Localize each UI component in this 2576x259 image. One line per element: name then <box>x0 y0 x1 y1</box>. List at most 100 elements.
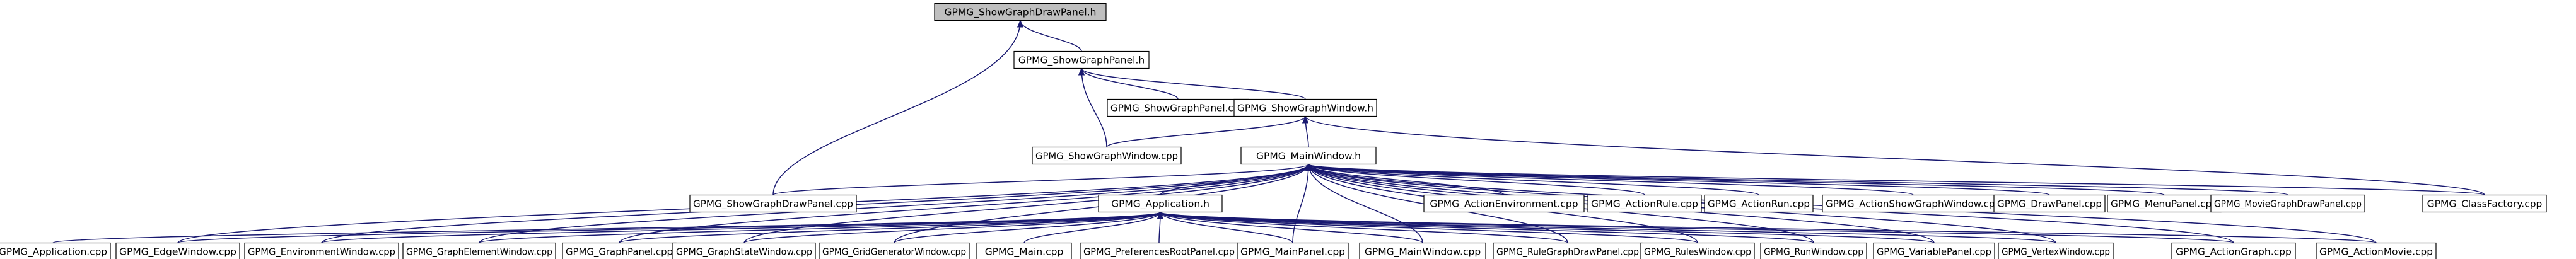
edge-n3-n4 <box>1106 115 1308 148</box>
node-label: GPMG_EnvironmentWindow.cpp <box>248 246 395 258</box>
edge-n7-n29 <box>1157 211 1814 244</box>
node-box[interactable] <box>1233 98 1377 117</box>
edge-n7-n23 <box>1023 211 1163 244</box>
node-n31[interactable]: GPMG_VertexWindow.cpp <box>1998 242 2114 259</box>
node-box[interactable] <box>934 3 1107 21</box>
edge-n1-n4 <box>1078 67 1107 147</box>
node-n23[interactable]: GPMG_Main.cpp <box>976 242 1072 259</box>
node-box[interactable] <box>1822 194 2005 213</box>
edge-n7-n21 <box>743 211 1163 244</box>
node-label: GPMG_ActionMovie.cpp <box>2319 246 2433 258</box>
node-n30[interactable]: GPMG_VariablePanel.cpp <box>1873 242 1995 259</box>
node-box[interactable] <box>1098 194 1223 213</box>
node-box[interactable] <box>1587 194 1702 213</box>
edge-n5-n11 <box>1305 163 1914 196</box>
node-n26[interactable]: GPMG_MainWindow.cpp <box>1359 242 1486 259</box>
node-box[interactable] <box>1760 242 1867 259</box>
node-n3[interactable]: GPMG_ShowGraphWindow.h <box>1233 98 1377 117</box>
node-label: GPMG_GraphPanel.cpp <box>566 246 673 258</box>
node-box[interactable] <box>1359 242 1486 259</box>
edge-n7-n20 <box>619 211 1163 244</box>
node-n28[interactable]: GPMG_RulesWindow.cpp <box>1640 242 1755 259</box>
node-n8[interactable]: GPMG_ActionEnvironment.cpp <box>1423 194 1585 213</box>
node-n9[interactable]: GPMG_ActionRule.cpp <box>1587 194 1702 213</box>
node-n18[interactable]: GPMG_EnvironmentWindow.cpp <box>244 242 399 259</box>
node-n14[interactable]: GPMG_MovieGraphDrawPanel.cpp <box>2210 194 2365 213</box>
node-n20[interactable]: GPMG_GraphPanel.cpp <box>562 242 677 259</box>
node-box[interactable] <box>2316 242 2437 259</box>
node-n10[interactable]: GPMG_ActionRun.cpp <box>1704 194 1814 213</box>
node-box[interactable] <box>0 242 111 259</box>
edge-n3-n15 <box>1302 115 2485 196</box>
edge-n5-n25 <box>1292 163 1312 243</box>
node-n16[interactable]: GPMG_Application.cpp <box>0 242 111 259</box>
node-n15[interactable]: GPMG_ClassFactory.cpp <box>2422 194 2547 213</box>
edge-n5-n9 <box>1305 163 1645 196</box>
node-box[interactable] <box>1998 242 2114 259</box>
node-n17[interactable]: GPMG_EdgeWindow.cpp <box>115 242 240 259</box>
node-label: GPMG_GridGeneratorWindow.cpp <box>822 246 966 258</box>
node-box[interactable] <box>1493 242 1643 259</box>
node-n25[interactable]: GPMG_MainPanel.cpp <box>1237 242 1349 259</box>
edge-n7-n33 <box>1157 211 2377 244</box>
node-n11[interactable]: GPMG_ActionShowGraphWindow.cpp <box>1822 194 2005 213</box>
node-n4[interactable]: GPMG_ShowGraphWindow.cpp <box>1032 146 1182 165</box>
node-box[interactable] <box>1993 194 2106 213</box>
node-label: GPMG_ShowGraphPanel.h <box>1018 55 1145 67</box>
node-n19[interactable]: GPMG_GraphElementWindow.cpp <box>402 242 556 259</box>
node-box[interactable] <box>2422 194 2547 213</box>
node-box[interactable] <box>1423 194 1585 213</box>
node-label: GPMG_MovieGraphDrawPanel.cpp <box>2214 199 2362 210</box>
node-box[interactable] <box>2171 242 2296 259</box>
node-box[interactable] <box>1237 242 1349 259</box>
node-n2[interactable]: GPMG_ShowGraphPanel.cpp <box>1107 98 1249 117</box>
node-n21[interactable]: GPMG_GraphStateWindow.cpp <box>672 242 816 259</box>
node-label: GPMG_ShowGraphPanel.cpp <box>1110 103 1245 115</box>
edge-n7-n25 <box>1157 211 1293 243</box>
node-n7[interactable]: GPMG_Application.h <box>1098 194 1223 213</box>
node-label: GPMG_DrawPanel.cpp <box>1997 199 2102 210</box>
node-box[interactable] <box>672 242 816 259</box>
node-box[interactable] <box>1107 98 1249 117</box>
edge-n5-n14 <box>1305 163 2288 196</box>
edge-n3-n5 <box>1302 115 1309 147</box>
edge-n7-n28 <box>1157 211 1698 244</box>
node-n13[interactable]: GPMG_MenuPanel.cpp <box>2107 194 2222 213</box>
node-box[interactable] <box>402 242 556 259</box>
edge-n5-n6 <box>772 163 1312 196</box>
edge-n5-n20 <box>619 163 1312 243</box>
node-n0[interactable]: GPMG_ShowGraphDrawPanel.h <box>934 3 1107 21</box>
node-box[interactable] <box>1704 194 1814 213</box>
node-n6[interactable]: GPMG_ShowGraphDrawPanel.cpp <box>689 194 857 213</box>
node-label: GPMG_Application.h <box>1111 199 1209 210</box>
node-box[interactable] <box>689 194 857 213</box>
edge-n7-n18 <box>321 211 1163 244</box>
node-label: GPMG_ActionRun.cpp <box>1708 199 1810 210</box>
node-label: GPMG_ShowGraphWindow.h <box>1237 103 1373 115</box>
node-n27[interactable]: GPMG_RuleGraphDrawPanel.cpp <box>1493 242 1643 259</box>
node-box[interactable] <box>244 242 399 259</box>
node-n1[interactable]: GPMG_ShowGraphPanel.h <box>1013 50 1150 69</box>
node-box[interactable] <box>1013 50 1150 69</box>
node-box[interactable] <box>1240 146 1377 165</box>
node-label: GPMG_EdgeWindow.cpp <box>119 246 236 258</box>
node-n29[interactable]: GPMG_RunWindow.cpp <box>1760 242 1867 259</box>
edge-n0-n6 <box>772 20 1023 195</box>
node-n12[interactable]: GPMG_DrawPanel.cpp <box>1993 194 2106 213</box>
node-box[interactable] <box>976 242 1072 259</box>
edge-n7-n17 <box>177 211 1163 244</box>
node-box[interactable] <box>115 242 240 259</box>
node-n33[interactable]: GPMG_ActionMovie.cpp <box>2316 242 2437 259</box>
node-box[interactable] <box>1032 146 1182 165</box>
node-n5[interactable]: GPMG_MainWindow.h <box>1240 146 1377 165</box>
node-label: GPMG_ActionShowGraphWindow.cpp <box>1826 199 2001 210</box>
node-n32[interactable]: GPMG_ActionGraph.cpp <box>2171 242 2296 259</box>
edge-n7-n19 <box>479 211 1163 244</box>
node-box[interactable] <box>2210 194 2365 213</box>
edge-n7-n22 <box>894 211 1163 244</box>
node-box[interactable] <box>1873 242 1995 259</box>
node-box[interactable] <box>1640 242 1755 259</box>
node-n24[interactable]: GPMG_PreferencesRootPanel.cpp <box>1080 242 1238 259</box>
node-n22[interactable]: GPMG_GridGeneratorWindow.cpp <box>819 242 970 259</box>
node-box[interactable] <box>819 242 970 259</box>
